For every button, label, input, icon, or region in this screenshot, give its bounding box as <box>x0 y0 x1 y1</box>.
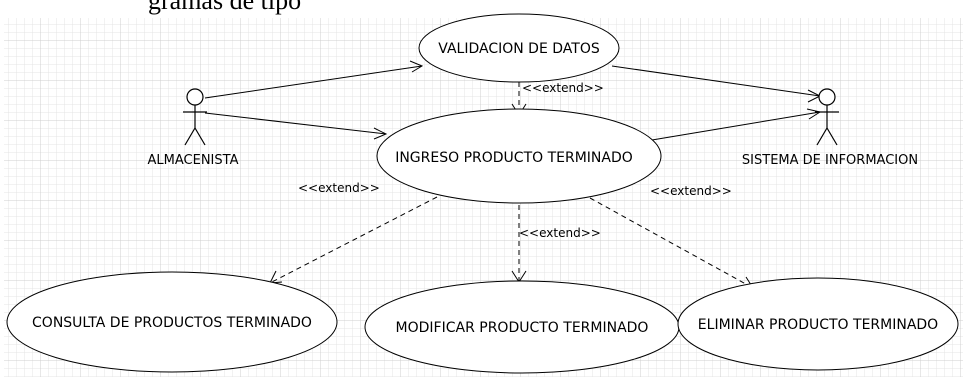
arrowhead-validacion <box>409 60 424 73</box>
actor-almacenista-icon[interactable] <box>183 88 207 146</box>
extend-label-modificar: <<extend>> <box>519 226 601 240</box>
associations <box>204 60 822 141</box>
usecase-eliminar[interactable] <box>677 277 959 371</box>
top-caption-cut: gramas de tipo <box>148 0 302 15</box>
assoc-almacenista-ingreso <box>204 112 387 135</box>
actor-almacenista-label: ALMACENISTA <box>148 153 239 168</box>
usecase-ingreso[interactable] <box>376 108 662 204</box>
usecase-validacion-label: VALIDACION DE DATOS <box>438 41 600 57</box>
extend-label-validacion: <<extend>> <box>522 81 604 95</box>
actor-sistema-label: SISTEMA DE INFORMACION <box>742 153 918 168</box>
extend-label-eliminar: <<extend>> <box>650 184 732 198</box>
assoc-validacion-sistema <box>611 65 821 97</box>
usecase-consulta-label: CONSULTA DE PRODUCTOS TERMINADO <box>32 315 312 331</box>
usecase-consulta[interactable] <box>6 271 338 373</box>
actor-sistema-icon[interactable] <box>815 88 839 146</box>
usecase-eliminar-label: ELIMINAR PRODUCTO TERMINADO <box>698 317 938 333</box>
extend-line-eliminar <box>589 197 754 289</box>
arrowhead-ingreso <box>373 127 388 140</box>
extend-label-consulta: <<extend>> <box>298 181 380 195</box>
usecase-modificar-label: MODIFICAR PRODUCTO TERMINADO <box>396 320 649 336</box>
assoc-ingreso-sistema <box>651 111 821 141</box>
usecase-validacion[interactable] <box>418 13 620 83</box>
assoc-almacenista-validacion <box>204 65 423 99</box>
extend-line-consulta <box>269 196 438 284</box>
usecase-ingreso-label: INGRESO PRODUCTO TERMINADO <box>395 150 633 166</box>
